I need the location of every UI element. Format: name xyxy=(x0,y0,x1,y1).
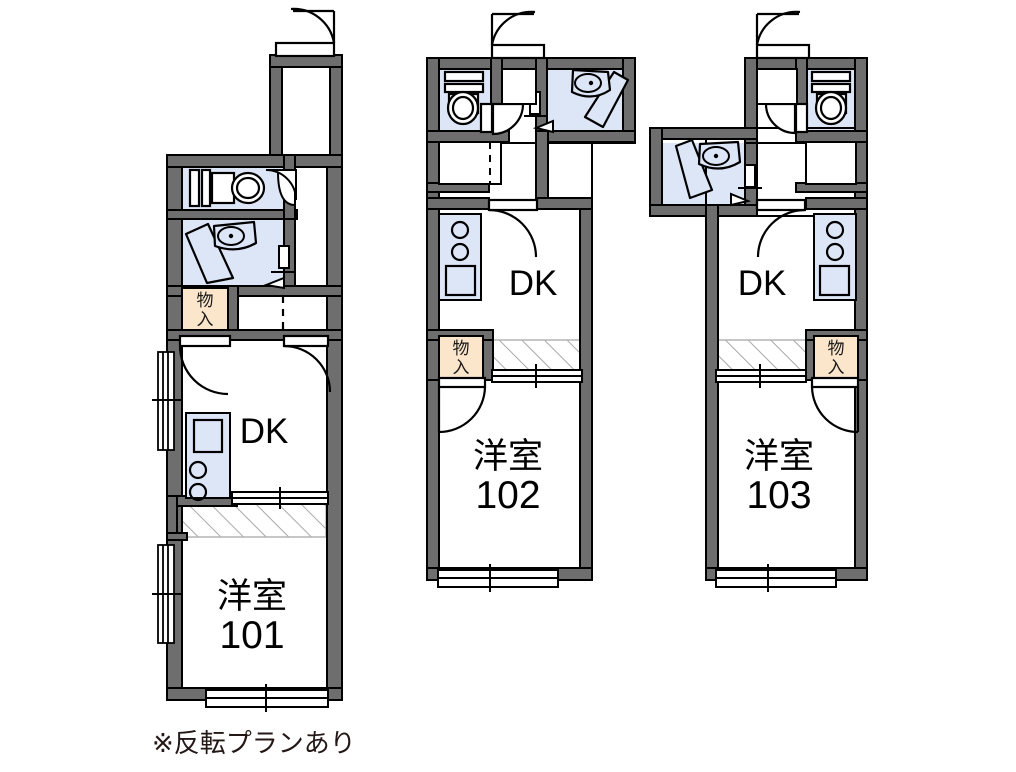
washbasin-103 xyxy=(697,140,742,170)
entry-shoebox-102 xyxy=(438,68,537,185)
gas-burner-1-101 xyxy=(188,460,208,480)
dk-door-102[interactable] xyxy=(487,198,539,258)
balcony-door-103[interactable] xyxy=(715,564,837,592)
gas-burner-2-101 xyxy=(188,482,208,502)
entry-door-101[interactable] xyxy=(274,7,336,58)
room-label-number-102: 102 xyxy=(475,474,540,517)
closet-103: 物 入 xyxy=(813,335,859,379)
walls-103 xyxy=(649,57,868,581)
closet-label-line1-101: 物 xyxy=(197,291,214,311)
toilet-fixture-103 xyxy=(810,70,852,126)
room-sliding-door-102[interactable] xyxy=(491,364,583,388)
closet-label-line1-103: 物 xyxy=(828,339,845,359)
entry-door-102[interactable] xyxy=(490,10,546,60)
bath-door-101[interactable] xyxy=(262,245,296,290)
gas-burner-2-103 xyxy=(825,242,845,262)
closet-label-line2-103: 入 xyxy=(828,358,845,378)
kitchen-103 xyxy=(813,213,857,301)
room-label-kanji-102: 洋室 xyxy=(473,437,543,477)
dk-label-101: DK xyxy=(240,412,289,451)
toilet-fixture-102 xyxy=(443,70,485,126)
kitchen-sink-103 xyxy=(818,264,851,297)
dk-label-103: DK xyxy=(738,264,787,303)
closet-101: 物 入 xyxy=(181,287,229,331)
toilet-fixture-101 xyxy=(188,168,266,208)
reverse-plan-note: ※反転プランあり xyxy=(152,729,356,759)
dk-label-102: DK xyxy=(509,264,558,303)
entry-shoebox-103 xyxy=(756,68,857,185)
closet-label-line1-102: 物 xyxy=(453,339,470,359)
toilet-door-103[interactable] xyxy=(764,102,809,135)
room-label-number-101: 101 xyxy=(219,614,284,657)
kitchen-101 xyxy=(185,412,231,502)
kitchen-sink-102 xyxy=(444,264,477,297)
closet-door-103[interactable] xyxy=(810,376,860,434)
room-label-kanji-103: 洋室 xyxy=(744,437,814,477)
gas-burner-2-102 xyxy=(450,242,470,262)
storage-hatch-101 xyxy=(182,503,326,537)
window-room-101[interactable] xyxy=(152,544,182,644)
closet-door-102[interactable] xyxy=(437,376,487,434)
room-sliding-door-103[interactable] xyxy=(715,364,807,388)
washbasin-102 xyxy=(570,68,612,98)
unit-101[interactable]: 物 入 xyxy=(152,7,343,712)
gas-burner-1-102 xyxy=(450,220,470,240)
toilet-door-102[interactable] xyxy=(479,102,525,136)
closet-102: 物 入 xyxy=(438,335,484,379)
closet-label-line2-101: 入 xyxy=(197,310,214,330)
bathtub-102 xyxy=(583,70,630,129)
entry-door-103[interactable] xyxy=(755,10,811,60)
unit-103[interactable]: 物 入 xyxy=(649,10,868,592)
kitchen-sink-101 xyxy=(192,418,224,454)
balcony-door-102[interactable] xyxy=(437,564,559,592)
gas-burner-1-103 xyxy=(825,220,845,240)
dk-doors-101[interactable] xyxy=(178,296,332,396)
balcony-door-101[interactable] xyxy=(205,684,329,712)
bath-door-103[interactable] xyxy=(730,164,762,207)
bathtub-103 xyxy=(674,138,714,200)
room-label-number-103: 103 xyxy=(746,474,811,517)
room-sliding-door-101[interactable] xyxy=(231,487,329,509)
dk-door-103[interactable] xyxy=(755,198,807,258)
closet-label-line2-102: 入 xyxy=(453,358,470,378)
washbasin-101 xyxy=(212,220,258,251)
window-dk-101[interactable] xyxy=(152,351,182,451)
kitchen-102 xyxy=(438,213,482,301)
toilet-door-swing-101 xyxy=(265,169,297,201)
bathtub-101 xyxy=(184,222,235,285)
unit-102[interactable]: 物 入 xyxy=(426,10,636,592)
room-label-kanji-101: 洋室 xyxy=(217,577,287,617)
